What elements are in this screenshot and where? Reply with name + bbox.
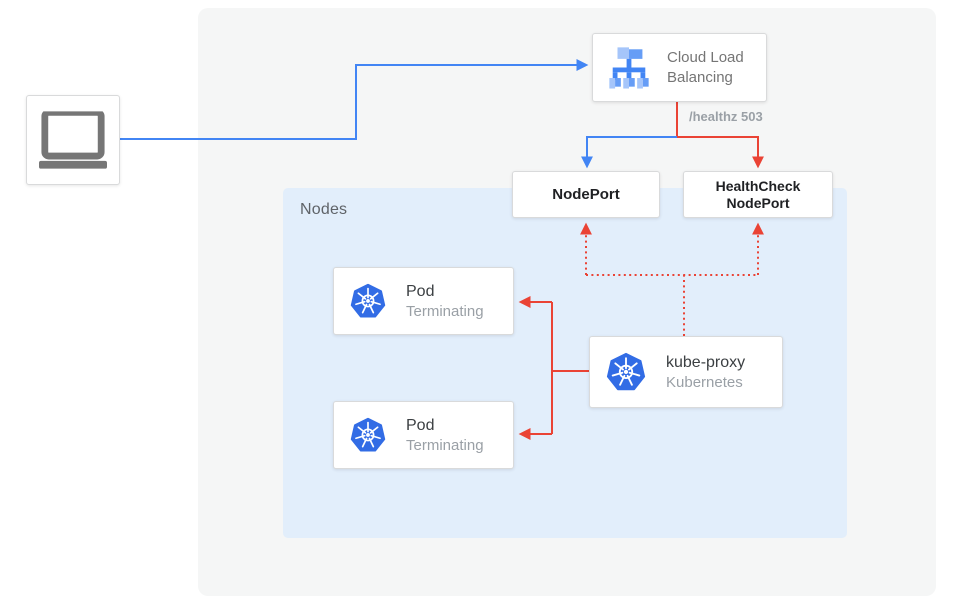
kubernetes-icon [350,417,386,454]
cloud-load-balancing-label: Cloud Load Balancing [667,48,744,86]
pod-node-1: Pod Terminating [333,267,514,335]
pod-2-text: Pod Terminating [406,415,484,456]
pod-1-status: Terminating [406,302,484,320]
cloud-load-balancing-node: Cloud Load Balancing [592,33,767,102]
healthcheck-nodeport-label: HealthCheck NodePort [715,177,801,211]
pod-1-text: Pod Terminating [406,281,484,322]
cloud-load-balancing-icon [606,46,652,89]
nodeport-node: NodePort [512,171,660,218]
kube-proxy-title: kube-proxy [666,353,746,371]
client-node [26,95,120,185]
kubernetes-icon [606,352,646,393]
kube-proxy-text: kube-proxy Kubernetes [666,352,745,393]
kube-proxy-subtitle: Kubernetes [666,373,743,391]
pod-2-title: Pod [406,416,435,434]
laptop-icon [39,111,107,170]
kubernetes-icon [350,283,386,320]
nodes-container-label: Nodes [300,201,348,218]
healthz-annotation: /healthz 503 [689,109,763,124]
pod-1-title: Pod [406,282,435,300]
nodeport-label: NodePort [552,185,620,203]
healthcheck-nodeport-node: HealthCheck NodePort [683,171,833,218]
pod-node-2: Pod Terminating [333,401,514,469]
kube-proxy-node: kube-proxy Kubernetes [589,336,783,408]
pod-2-status: Terminating [406,436,484,454]
